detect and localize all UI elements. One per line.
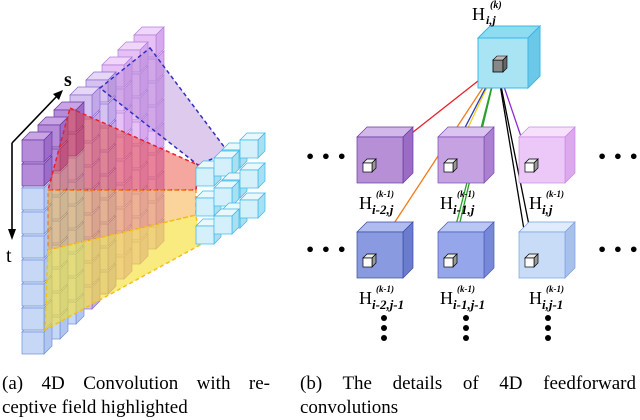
ellipsis-left-bottom: • • • xyxy=(305,240,347,259)
node-label-sup: (k-1) xyxy=(376,284,394,294)
layer-node-cube xyxy=(437,221,495,279)
receptive-field-orange xyxy=(47,189,197,251)
kernel-cube xyxy=(443,158,458,173)
vertical-ellipses xyxy=(381,315,551,341)
node-label-base: H xyxy=(359,288,372,308)
node-label-sub: i,j-1 xyxy=(542,297,563,312)
caption-b-line2: convolutions xyxy=(300,397,399,418)
node-label-base: H xyxy=(359,193,372,213)
node-label-sup: (k-1) xyxy=(376,189,394,199)
node-label-sup: (k-1) xyxy=(546,189,564,199)
node-label-sub: i-2,j-1 xyxy=(372,297,404,312)
output-cube xyxy=(239,162,266,189)
axis-s-label: s xyxy=(64,69,72,91)
output-cube xyxy=(239,132,266,159)
caption-a-line1: (a) 4D Convolution with re- xyxy=(2,373,270,394)
top-node-label: H (k) i,j xyxy=(472,0,502,27)
kernel-cube xyxy=(443,253,458,268)
output-cube xyxy=(239,192,266,219)
node-label-sub: i-1,j-1 xyxy=(453,297,485,312)
node-label-sup: (k-1) xyxy=(546,284,564,294)
kernel-cube xyxy=(524,253,539,268)
caption-b: (b) The details of 4D feedforward convol… xyxy=(300,372,636,420)
axis-arrows xyxy=(8,90,63,240)
panel-a: s t xyxy=(6,26,266,355)
layer-node-cube xyxy=(356,221,414,279)
node-label-sup: (k-1) xyxy=(457,284,475,294)
node-label-sub: i-2,j xyxy=(372,202,394,217)
node-label-sub: i-1,j xyxy=(453,202,475,217)
output-cube xyxy=(213,150,240,177)
ellipsis-right-bottom: • • • xyxy=(597,240,639,259)
receptive-field-red xyxy=(47,106,199,191)
caption-a: (a) 4D Convolution with re- ceptive fiel… xyxy=(2,372,270,420)
caption-b-line1: (b) The details of 4D feedforward xyxy=(300,373,636,394)
layer-node-cube xyxy=(518,221,576,279)
kernel-cube xyxy=(362,253,377,268)
node-label-base: H xyxy=(529,193,542,213)
axis-t-label: t xyxy=(6,245,12,267)
node-label-base: H xyxy=(529,288,542,308)
receptive-field-yellow xyxy=(44,214,201,332)
layer-node-cube xyxy=(437,126,495,184)
layer-node-cube xyxy=(518,126,576,184)
top-node-base: H xyxy=(472,4,485,24)
node-label-sup: (k-1) xyxy=(457,189,475,199)
node-label-base: H xyxy=(440,288,453,308)
ellipsis-right-top: • • • xyxy=(597,147,639,166)
output-cube-grid xyxy=(195,132,266,245)
input-cube xyxy=(21,131,53,163)
figure: s t H (k) i,j xyxy=(6,0,639,355)
top-node-cube xyxy=(476,24,542,90)
node-label-sub: i,j xyxy=(542,202,553,217)
layer-node-cube xyxy=(356,126,414,184)
top-node-sub: i,j xyxy=(486,13,496,27)
kernel-cube xyxy=(524,158,539,173)
caption-a-line2: ceptive field highlighted xyxy=(2,397,188,418)
top-node-sup: (k) xyxy=(490,0,502,11)
ellipsis-left-top: • • • xyxy=(305,147,347,166)
kernel-cube xyxy=(362,158,377,173)
node-label-base: H xyxy=(440,193,453,213)
output-cube xyxy=(213,208,240,235)
output-cube xyxy=(213,180,240,207)
